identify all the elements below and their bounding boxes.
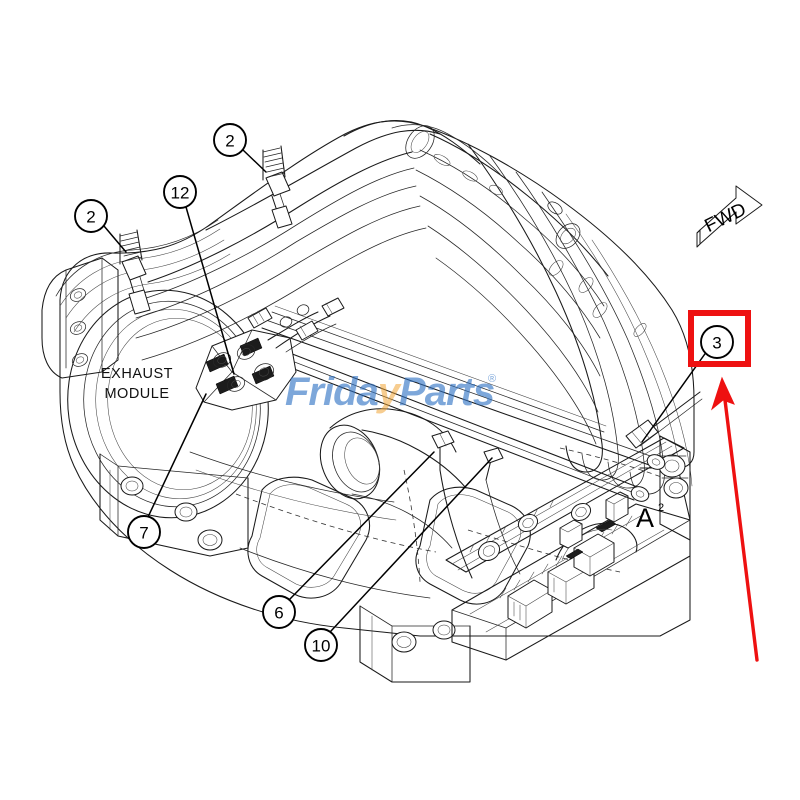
bolt-head [517,513,539,533]
callout-leaders [103,149,708,632]
bolt-head [120,476,144,496]
engine-body-group [41,120,695,683]
callout-7-number: 7 [139,524,148,543]
callout-12[interactable]: 12 [163,175,197,209]
tube-fitting [321,297,345,317]
leader-12 [185,206,235,375]
bolt-head [174,502,198,522]
fwd-direction-arrow: FWD [696,185,763,248]
watermark-fridayparts: FridayParts ® [285,370,496,414]
svg-text:FridayParts: FridayParts [285,370,494,414]
stud-post [605,491,629,523]
callout-2-top-number: 2 [225,132,234,151]
fwd-label: FWD [702,199,750,237]
sensor-with-spring-top [262,145,293,229]
exhaust-module-label: EXHAUST MODULE [101,366,173,402]
leader-6 [288,451,435,601]
exhaust-module-label-line2: MODULE [104,386,169,402]
callout-6[interactable]: 6 [262,595,296,629]
tube-fitting [295,320,319,341]
callout-bubbles: 2 12 2 3 7 6 1 [74,123,734,662]
callout-2-top[interactable]: 2 [213,123,247,157]
leader-10 [330,457,493,632]
section-letter: A [636,503,654,533]
watermark-registered-mark: ® [488,373,496,385]
callout-6-number: 6 [274,604,283,623]
callout-2-left-number: 2 [86,208,95,227]
exhaust-module-label-line1: EXHAUST [101,366,173,382]
leader-2-top [242,149,267,173]
bolt-head [391,631,417,653]
callout-10[interactable]: 10 [304,628,338,662]
callout-12-number: 12 [171,184,190,203]
bolt-head [570,502,592,522]
rod-end-clevis [630,486,650,502]
leader-2-left [103,225,127,253]
section-letter-superscript: 2 [658,502,664,514]
red-pointer-arrow [711,376,759,662]
highlight-box-callout-3 [688,310,751,367]
electrical-connector [573,533,615,577]
rod-end-clevis [646,454,666,470]
bolt-head [477,540,501,562]
callout-2-left[interactable]: 2 [74,199,108,233]
electrical-connector [507,579,553,629]
bolt-head [197,529,223,551]
watermark-part2: y [376,370,402,414]
callout-10-number: 10 [312,637,331,656]
callout-3-number: 3 [712,334,721,353]
watermark-part1: Frida [285,370,379,414]
callout-3[interactable]: 3 [700,325,734,359]
section-letter-group: A 2 [636,502,664,533]
stud-post [559,519,583,549]
leader-7 [147,393,207,518]
watermark-part3: Parts [399,370,494,414]
linkage-rod-assembly [249,305,703,579]
fitting-nut [658,454,686,478]
sensor-module-cluster [195,297,345,411]
sensor-probe-fitting [625,419,659,449]
callout-7[interactable]: 7 [127,515,161,549]
sensor-with-spring-left [119,229,151,315]
bolt-head [432,620,456,640]
fitting-nut [663,477,689,499]
highlight-annotation [688,310,759,662]
tube-fitting [247,307,273,329]
mounting-rail-assembly [445,435,691,661]
